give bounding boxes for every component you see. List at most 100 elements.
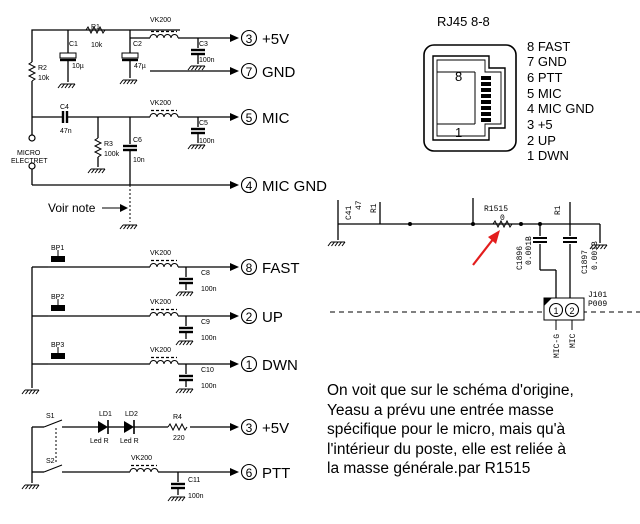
rj45-jack-icon: 8 1	[423, 44, 517, 152]
c8-value: 100n	[201, 286, 217, 293]
rj45-connector: RJ45 8-8 8 1 8 FAST 7 GND 6 PTT 5 MIC 4 …	[423, 14, 594, 163]
rj45-pin-list-item: 6 PTT	[527, 70, 562, 85]
c1-label: C1	[69, 41, 78, 48]
svg-text:8: 8	[246, 261, 253, 275]
c2-label: C2	[133, 41, 142, 48]
c8-label: C8	[201, 270, 210, 277]
r1515-value: 0	[500, 214, 505, 223]
r1515-resistor	[492, 219, 513, 229]
button-circuit: BP1 BP2 BP3 VK200 VK200 VK200 C8 100n C9…	[21, 245, 239, 395]
c1896-value: 0.001B	[525, 236, 534, 265]
r3-label: R3	[104, 141, 113, 148]
r3-value: 100k	[104, 151, 120, 158]
mic-label-line2: ELECTRET	[11, 158, 48, 165]
connector-outputs: 3 +5V 7 GND 5 MIC 4 MIC GND 8 FAST 2 UP	[240, 29, 327, 482]
rj45-pin-1-marker: 1	[455, 125, 462, 140]
vk200-label-4: VK200	[150, 299, 171, 306]
p009-label: P009	[588, 300, 607, 309]
explanation-line: spécifique pour le micro, mais qu'à	[327, 421, 566, 439]
vk200-label-1: VK200	[150, 17, 171, 24]
ld1-type: Led R	[90, 438, 109, 445]
output-5v-bottom: 3 +5V	[240, 418, 289, 437]
c10-label: C10	[201, 367, 214, 374]
c4-value: 47n	[60, 128, 72, 135]
j101-pin2: 2	[569, 306, 574, 316]
supply-mic-circuit: R1 10k R2 10k C1 10µ C2 47µ VK200 C3 100…	[11, 17, 239, 230]
explanation-note: On voit que sur le schéma d'origine, Yea…	[327, 381, 637, 479]
svg-text:+5V: +5V	[262, 31, 289, 48]
r1-partial-label: R1	[370, 203, 379, 213]
ld2-label: LD2	[125, 411, 138, 418]
output-up: 2 UP	[240, 307, 283, 326]
r1515-label: R1515	[484, 205, 508, 214]
svg-text:+5V: +5V	[262, 420, 289, 437]
rj45-pin-list-item: 2 UP	[527, 133, 556, 148]
c41-value: 47	[355, 200, 364, 210]
rj45-pin-list-item: 5 MIC	[527, 86, 562, 101]
bp1-label: BP1	[51, 245, 64, 252]
mic-label: MIC	[569, 333, 578, 348]
r1-2-label: R1	[554, 205, 563, 215]
svg-text:5: 5	[246, 111, 253, 125]
rj45-pin-list-item: 4 MIC GND	[527, 101, 594, 116]
voir-note: Voir note	[48, 201, 96, 215]
s1-label: S1	[46, 413, 55, 420]
r1-label: R1	[91, 24, 100, 31]
c3-value: 100n	[199, 57, 215, 64]
c9-label: C9	[201, 319, 210, 326]
c9-value: 100n	[201, 335, 217, 342]
output-5v-top: 3 +5V	[240, 29, 289, 48]
c1-value: 10µ	[72, 63, 84, 70]
r4-label: R4	[173, 414, 182, 421]
bp3-label: BP3	[51, 342, 64, 349]
rj45-pin-list-item: 7 GND	[527, 54, 567, 69]
c41-label: C41	[345, 205, 354, 220]
c10-value: 100n	[201, 383, 217, 390]
mic-terminal-top	[28, 134, 36, 142]
svg-text:3: 3	[246, 32, 253, 46]
svg-text:4: 4	[246, 179, 253, 193]
r3-resistor	[93, 137, 103, 158]
svg-text:MIC GND: MIC GND	[262, 178, 327, 195]
r2-resistor	[27, 61, 37, 82]
output-fast: 8 FAST	[240, 258, 300, 277]
c2-value: 47µ	[134, 63, 146, 70]
bp2-label: BP2	[51, 294, 64, 301]
r1-resistor	[85, 25, 106, 35]
c11-label: C11	[188, 477, 200, 484]
c11-value: 100n	[188, 493, 204, 500]
svg-text:DWN: DWN	[262, 357, 298, 374]
svg-text:GND: GND	[262, 64, 296, 81]
svg-text:2: 2	[246, 310, 253, 324]
rj45-pin-8-marker: 8	[455, 69, 462, 84]
mic-label-line1: MICRO	[17, 150, 41, 157]
output-gnd: 7 GND	[240, 62, 296, 81]
output-ptt: 6 PTT	[240, 463, 290, 482]
svg-text:UP: UP	[262, 309, 283, 326]
j101-label: J101	[588, 291, 607, 300]
svg-text:1: 1	[246, 358, 253, 372]
explanation-line: la masse générale.par R1515	[327, 460, 531, 478]
svg-text:7: 7	[246, 65, 253, 79]
vk200-label-6: VK200	[131, 455, 152, 462]
mic-g-label: MIC-G	[553, 334, 562, 358]
r4-value: 220	[173, 435, 185, 442]
explanation-line: Yeasu a prévu une entrée masse	[327, 401, 554, 419]
s2-label: S2	[46, 458, 55, 465]
svg-text:PTT: PTT	[262, 465, 290, 482]
vk200-label-5: VK200	[150, 347, 171, 354]
c1897-label: C1897	[581, 250, 590, 274]
vk200-label-3: VK200	[150, 250, 171, 257]
output-mic-gnd: 4 MIC GND	[240, 176, 327, 195]
r4-resistor	[167, 422, 188, 432]
c5-label: C5	[199, 120, 208, 127]
c1896-label: C1896	[516, 246, 525, 270]
r1-value: 10k	[91, 42, 103, 49]
output-dwn: 1 DWN	[240, 355, 298, 374]
original-schematic-excerpt: C41 47 R1 R1 R1515 0 C1896 0.001B C1897 …	[327, 198, 640, 358]
rj45-pin-list-item: 8 FAST	[527, 39, 570, 54]
c4-label: C4	[60, 104, 69, 111]
svg-text:3: 3	[246, 421, 253, 435]
